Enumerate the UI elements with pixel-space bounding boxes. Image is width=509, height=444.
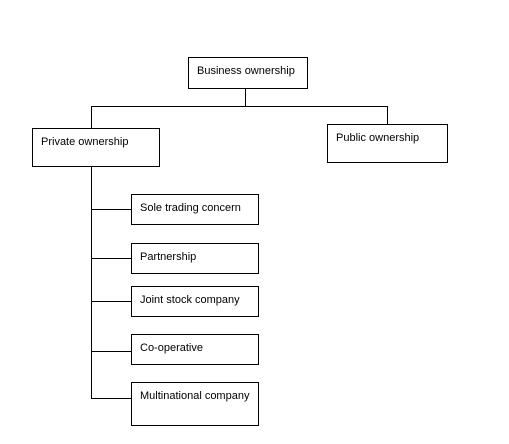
node-multinational-company: Multinational company — [131, 382, 259, 426]
node-partnership-label: Partnership — [140, 251, 197, 263]
connector-to-joint-stock — [91, 301, 131, 302]
connector-to-sole-trading — [91, 209, 131, 210]
connector-to-partnership — [91, 258, 131, 259]
node-private-ownership-label: Private ownership — [41, 136, 129, 148]
node-joint-stock-company-label: Joint stock company — [140, 294, 240, 306]
connector-private-spine — [91, 167, 92, 398]
connector-to-co-operative — [91, 351, 131, 352]
node-co-operative: Co-operative — [131, 334, 259, 365]
node-joint-stock-company: Joint stock company — [131, 286, 259, 317]
connector-to-public — [387, 106, 388, 124]
node-private-ownership: Private ownership — [32, 128, 160, 167]
node-multinational-company-label: Multinational company — [140, 390, 250, 402]
node-business-ownership-label: Business ownership — [197, 65, 295, 77]
node-public-ownership: Public ownership — [327, 124, 448, 163]
node-co-operative-label: Co-operative — [140, 342, 203, 354]
node-partnership: Partnership — [131, 243, 259, 274]
connector-to-multinational — [91, 398, 131, 399]
connector-root-down — [245, 89, 246, 106]
node-sole-trading-concern: Sole trading concern — [131, 194, 259, 225]
connector-root-horizontal — [91, 106, 388, 107]
connector-to-private — [91, 106, 92, 128]
node-business-ownership: Business ownership — [188, 57, 308, 89]
node-public-ownership-label: Public ownership — [336, 132, 420, 144]
node-sole-trading-concern-label: Sole trading concern — [140, 202, 241, 214]
